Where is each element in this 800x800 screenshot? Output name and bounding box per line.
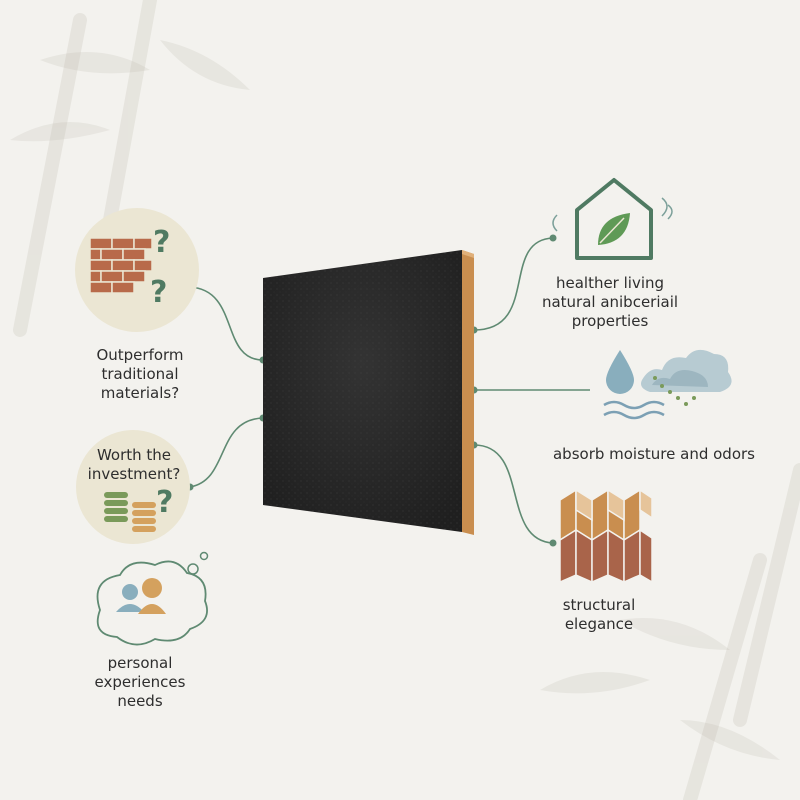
label-traditional: Outperform traditional materials? [96,346,184,402]
svg-text:?: ? [150,275,167,310]
leaf-house-icon [552,178,673,260]
brick-question-icon: ? ? [75,208,199,332]
svg-text:?: ? [153,225,170,260]
connector-lines [189,237,590,544]
bamboo-pattern-icon [559,488,653,584]
people-thought-icon [96,551,209,646]
moisture-odor-icon [603,349,732,420]
material-panel [263,250,474,535]
bamboo-background-decoration [13,0,800,800]
label-structure: structural elegance [562,596,636,633]
label-moisture: absorb moisture and odors [552,445,755,463]
bamboo-leaf-decoration [10,40,780,760]
label-experiences: personal experiences needs [94,654,186,710]
svg-text:?: ? [156,485,173,520]
coins-question-icon: ? [76,430,190,544]
label-health: healther living natural anibceriail prop… [541,274,679,330]
label-investment: Worth the investment? [87,446,181,483]
